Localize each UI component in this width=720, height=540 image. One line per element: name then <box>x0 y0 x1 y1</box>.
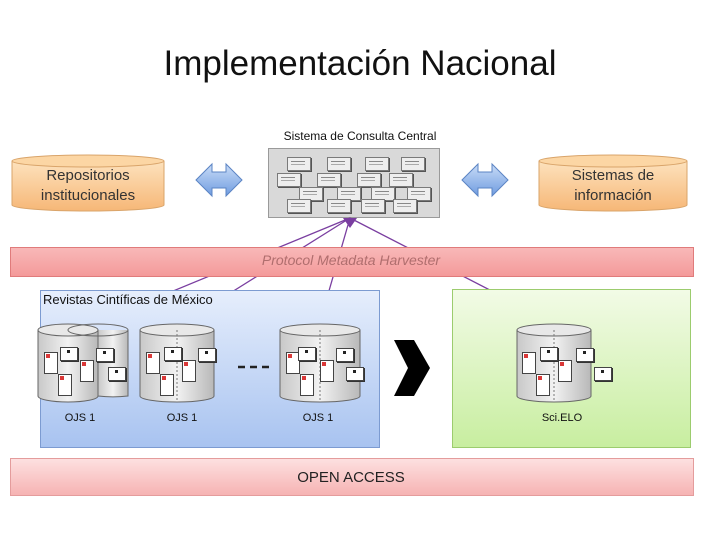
sistemas-line1: Sistemas de <box>571 167 655 184</box>
mini-screen <box>365 157 389 171</box>
mini-screen <box>299 187 323 201</box>
record-card-icon <box>594 367 612 381</box>
mini-screen <box>327 199 351 213</box>
pdf-document-icon <box>300 374 314 396</box>
pdf-document-icon <box>182 360 196 382</box>
revistas-label: Revistas Cintíficas de México <box>43 292 213 307</box>
ojs-label: OJS 1 <box>64 412 96 424</box>
page-title: Implementación Nacional <box>163 44 557 83</box>
pdf-document-icon <box>536 374 550 396</box>
repo-cylinder <box>516 323 592 403</box>
pdf-document-icon <box>522 352 536 374</box>
double-arrow-icon <box>195 162 243 198</box>
record-card-icon <box>96 348 114 362</box>
pdf-document-icon <box>58 374 72 396</box>
pdf-document-icon <box>80 360 94 382</box>
open-access-label: OPEN ACCESS <box>297 469 405 486</box>
record-card-icon <box>540 347 558 361</box>
protocol-label: Protocol Metadata Harvester <box>261 252 441 268</box>
record-card-icon <box>198 348 216 362</box>
record-card-icon <box>164 347 182 361</box>
pdf-document-icon <box>44 352 58 374</box>
mini-screen <box>389 173 413 187</box>
repositorios-label: Repositorios institucionales <box>12 166 164 206</box>
pdf-document-icon <box>160 374 174 396</box>
central-system-label: Sistema de Consulta Central <box>283 129 437 143</box>
protocol-bar <box>10 247 694 277</box>
ojs-label: OJS 1 <box>166 412 198 424</box>
mini-screen <box>393 199 417 213</box>
mini-screen <box>361 199 385 213</box>
repositorios-line1: Repositorios <box>46 167 130 184</box>
mini-screen <box>287 199 311 213</box>
open-access-bar <box>10 458 694 496</box>
central-system-box <box>268 148 440 218</box>
repositorios-cylinder <box>11 154 165 212</box>
record-card-icon <box>108 367 126 381</box>
pdf-document-icon <box>286 352 300 374</box>
record-card-icon <box>298 347 316 361</box>
mini-screen <box>277 173 301 187</box>
sistemas-label: Sistemas de información <box>539 166 687 206</box>
pdf-document-icon <box>558 360 572 382</box>
sistemas-line2: información <box>574 187 652 204</box>
mini-screen <box>337 187 361 201</box>
record-card-icon <box>60 347 78 361</box>
arrowhead-icon <box>343 218 357 228</box>
mini-screen <box>407 187 431 201</box>
mini-screen <box>317 173 341 187</box>
mini-screen <box>401 157 425 171</box>
repositorios-line2: institucionales <box>40 187 136 204</box>
repo-cylinder <box>139 323 215 403</box>
mini-screen <box>327 157 351 171</box>
pdf-document-icon <box>146 352 160 374</box>
record-card-icon <box>576 348 594 362</box>
sistemas-cylinder <box>538 154 688 212</box>
ojs-label: OJS 1 <box>302 412 334 424</box>
mini-screen <box>287 157 311 171</box>
scielo-label: Sci.ELO <box>541 412 583 424</box>
pdf-document-icon <box>320 360 334 382</box>
block-arrow-icon <box>394 340 430 396</box>
double-arrow-icon <box>461 162 509 198</box>
record-card-icon <box>336 348 354 362</box>
mini-screen <box>357 173 381 187</box>
record-card-icon <box>346 367 364 381</box>
